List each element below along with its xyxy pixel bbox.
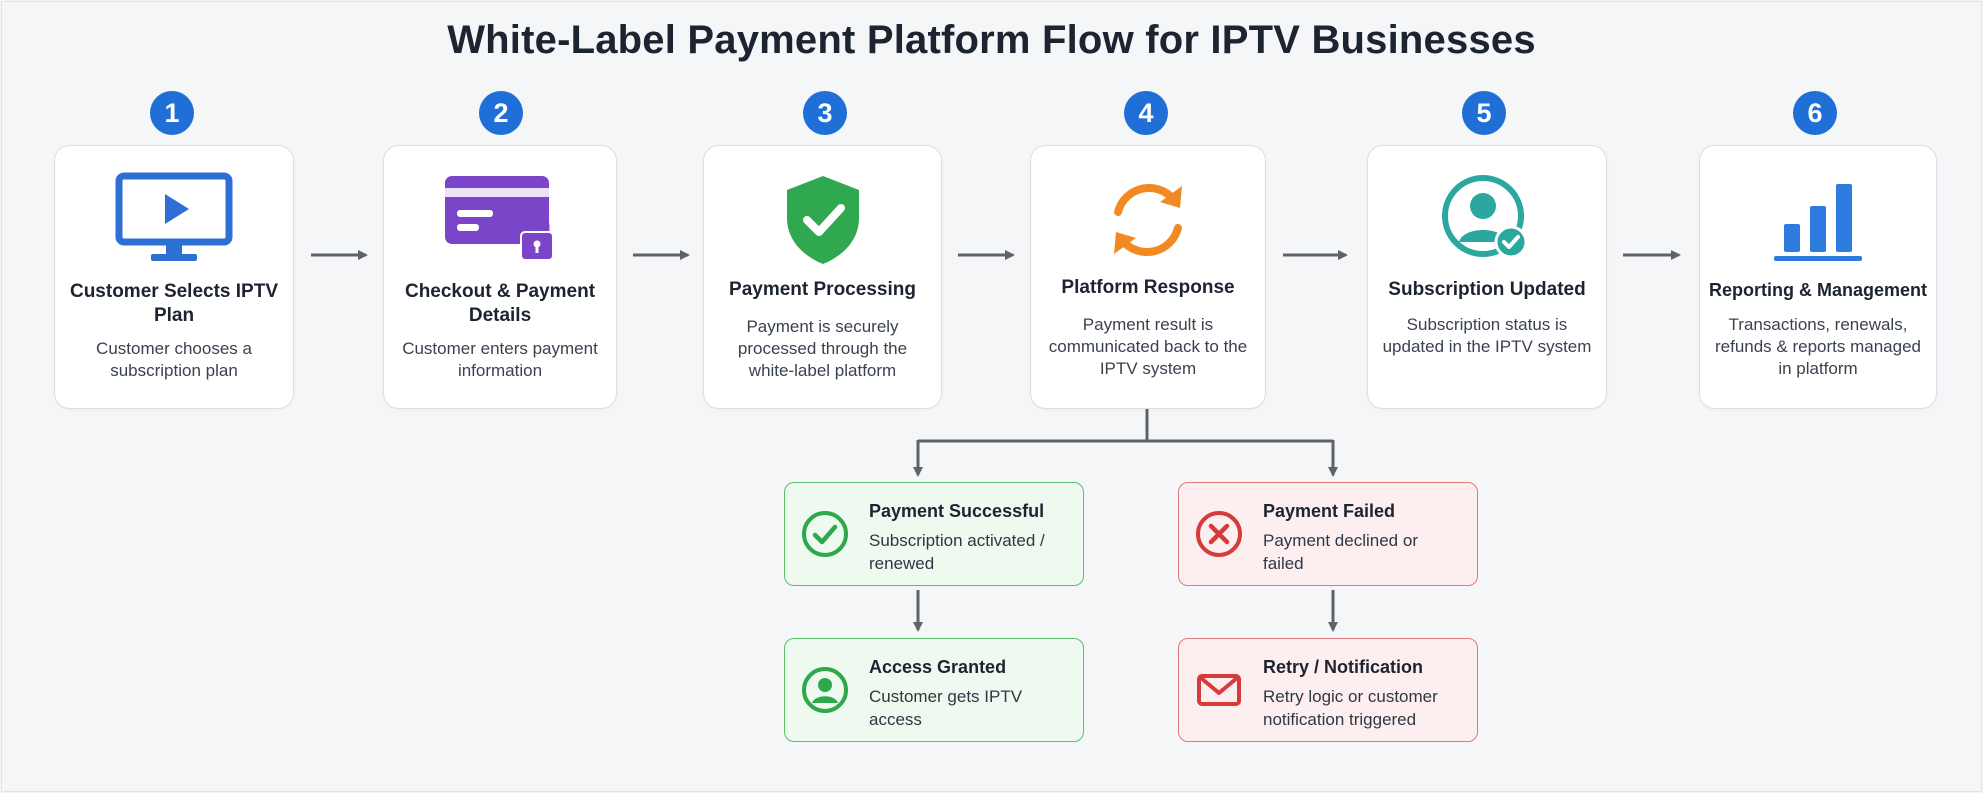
monitor-play-icon [55, 170, 293, 270]
outcome-access-granted: Access Granted Customer gets IPTV access [784, 638, 1084, 742]
outcome-description: Retry logic or customer notification tri… [1263, 687, 1438, 729]
outcome-description: Customer gets IPTV access [869, 687, 1023, 729]
step-title: Subscription Updated [1388, 279, 1586, 300]
outcome-description: Subscription activated / renewed [869, 531, 1045, 573]
user-check-icon [1368, 170, 1606, 270]
check-circle-icon [801, 510, 849, 558]
sync-arrows-icon [1031, 170, 1265, 270]
outcome-title: Retry / Notification [1263, 657, 1424, 677]
shield-check-icon [704, 170, 941, 270]
step-title: Customer Selects IPTV Plan [69, 281, 279, 326]
credit-card-lock-icon [384, 170, 616, 270]
outcome-payment-failed: Payment Failed Payment declined or faile… [1178, 482, 1478, 586]
outcome-retry-notification: Retry / Notification Retry logic or cust… [1178, 638, 1478, 742]
step-title: Payment Processing [729, 279, 916, 300]
step-description: Customer chooses a subscription plan [96, 339, 252, 380]
step-description: Customer enters payment information [402, 339, 598, 380]
branch-connector [918, 403, 1333, 443]
outcome-description: Payment declined or failed [1263, 531, 1418, 573]
outcome-title: Payment Successful [869, 501, 1045, 521]
step-card-1: Customer Selects IPTV Plan Customer choo… [54, 145, 294, 409]
step-card-5: Subscription Updated Subscription status… [1367, 145, 1607, 409]
outcome-payment-successful: Payment Successful Subscription activate… [784, 482, 1084, 586]
bar-chart-icon [1700, 170, 1936, 270]
step-title: Platform Response [1061, 277, 1235, 298]
outcome-title: Access Granted [869, 657, 1007, 677]
user-circle-icon [801, 666, 849, 714]
step-badge-6: 6 [1793, 91, 1837, 135]
step-badge-4: 4 [1124, 91, 1168, 135]
outcome-title: Payment Failed [1263, 501, 1396, 521]
step-description: Payment is securely processed through th… [737, 317, 908, 380]
step-badge-2: 2 [479, 91, 523, 135]
step-card-3: Payment Processing Payment is securely p… [703, 145, 942, 409]
step-description: Subscription status is updated in the IP… [1382, 315, 1592, 356]
step-title: Reporting & Management [1708, 280, 1927, 300]
step-card-2: Checkout & Payment Details Customer ente… [383, 145, 617, 409]
step-badge-3: 3 [803, 91, 847, 135]
page-title: White-Label Payment Platform Flow for IP… [447, 18, 1536, 62]
step-title: Checkout & Payment Details [404, 281, 596, 326]
step-badge-1: 1 [150, 91, 194, 135]
step-card-4: Platform Response Payment result is comm… [1030, 145, 1266, 409]
step-badge-5: 5 [1462, 91, 1506, 135]
x-circle-icon [1195, 510, 1243, 558]
step-description: Payment result is communicated back to t… [1048, 315, 1248, 378]
step-card-6: Reporting & Management Transactions, ren… [1699, 145, 1937, 409]
envelope-icon [1195, 666, 1243, 714]
step-description: Transactions, renewals, refunds & report… [1714, 315, 1921, 378]
